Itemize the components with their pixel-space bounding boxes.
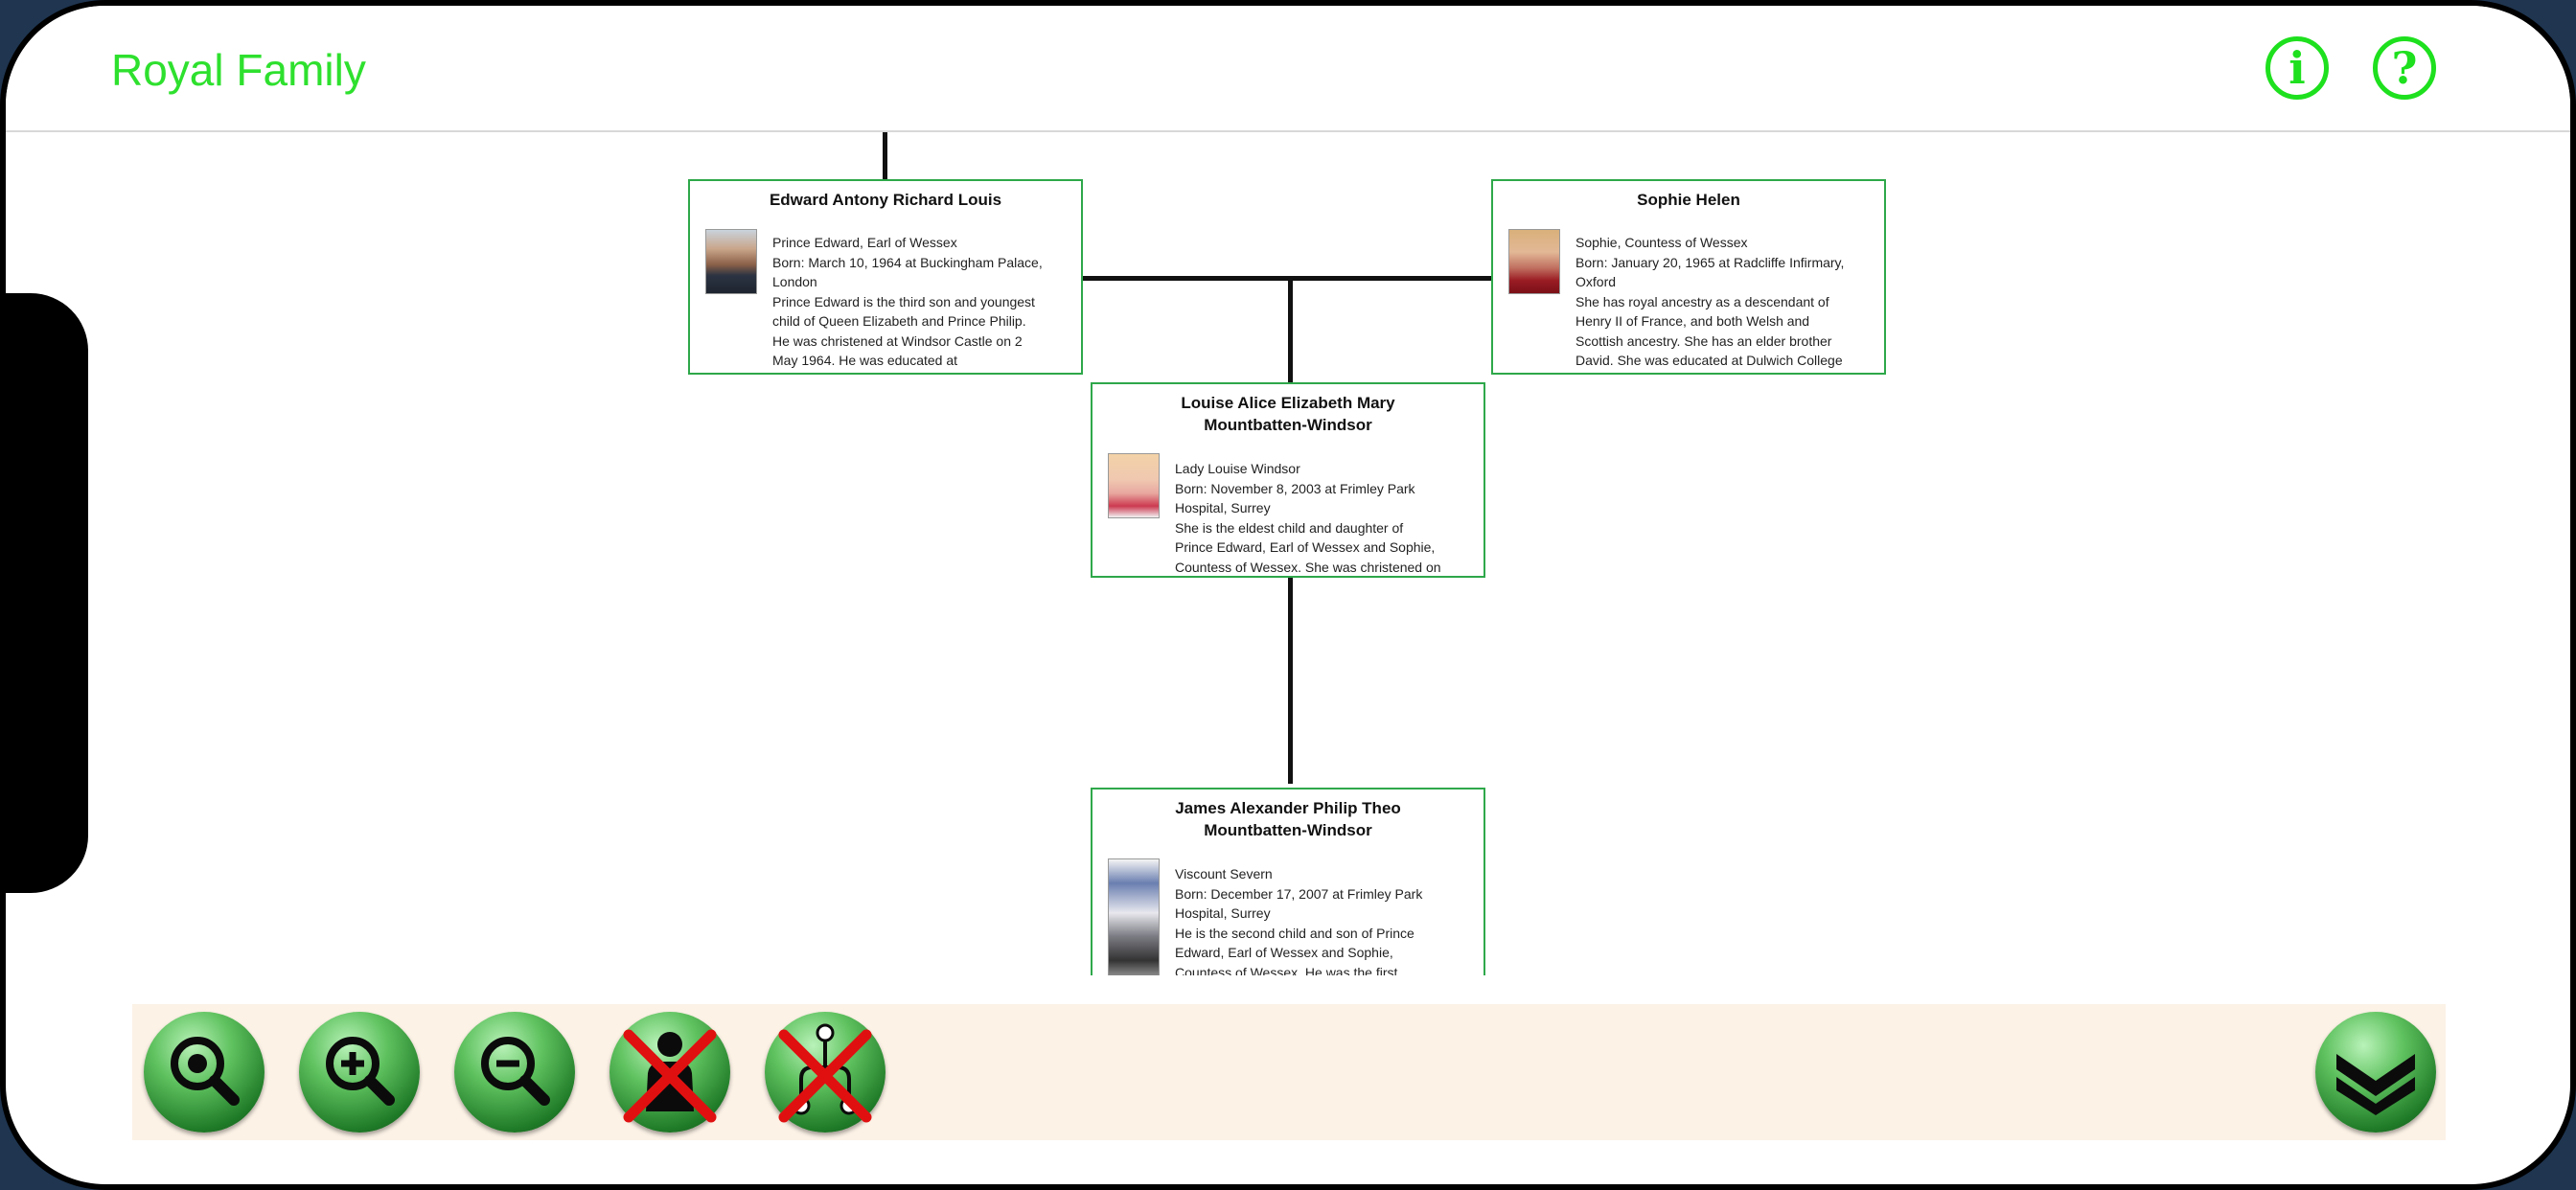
person-card[interactable]: Louise Alice Elizabeth Mary Mountbatten-… bbox=[1091, 382, 1485, 578]
zoom-out-button[interactable] bbox=[454, 1012, 575, 1133]
person-name: Louise Alice Elizabeth Mary Mountbatten-… bbox=[1181, 394, 1395, 434]
connector-line bbox=[1288, 578, 1293, 784]
hide-person-button[interactable] bbox=[610, 1012, 730, 1133]
hide-links-icon bbox=[778, 1023, 872, 1123]
person-details: Sophie, Countess of Wessex Born: January… bbox=[1576, 235, 1845, 368]
zoom-fit-button[interactable] bbox=[144, 1012, 264, 1133]
person-name: Edward Antony Richard Louis bbox=[769, 191, 1002, 209]
person-name: Sophie Helen bbox=[1637, 191, 1740, 209]
connector-line bbox=[1083, 276, 1493, 281]
person-photo bbox=[1508, 229, 1560, 294]
zoom-in-icon bbox=[326, 1037, 395, 1106]
person-name: James Alexander Philip Theo Mountbatten-… bbox=[1175, 799, 1401, 839]
person-details: Prince Edward, Earl of Wessex Born: Marc… bbox=[772, 235, 1043, 368]
person-photo bbox=[1108, 858, 1160, 975]
zoom-fit-icon bbox=[171, 1037, 240, 1106]
connector-line bbox=[883, 132, 887, 180]
person-details: Lady Louise Windsor Born: November 8, 20… bbox=[1175, 461, 1441, 575]
info-icon[interactable]: i bbox=[2266, 36, 2329, 100]
page-title: Royal Family bbox=[111, 45, 366, 95]
person-photo bbox=[1108, 453, 1160, 518]
person-card[interactable]: James Alexander Philip Theo Mountbatten-… bbox=[1091, 788, 1485, 975]
hide-links-button[interactable] bbox=[765, 1012, 886, 1133]
zoom-in-button[interactable] bbox=[299, 1012, 420, 1133]
person-card[interactable]: Edward Antony Richard Louis Prince Edwar… bbox=[688, 179, 1083, 375]
person-details: Viscount Severn Born: December 17, 2007 … bbox=[1175, 866, 1423, 975]
chevron-double-down-icon bbox=[2336, 1054, 2415, 1115]
hide-person-icon bbox=[623, 1029, 717, 1123]
navigation-bar: Royal Family i ? bbox=[6, 6, 2570, 132]
help-icon[interactable]: ? bbox=[2373, 36, 2436, 100]
app-screen: Royal Family i ? Edward Antony Richard L… bbox=[6, 6, 2570, 1184]
connector-line bbox=[1288, 279, 1293, 384]
device-notch bbox=[0, 293, 88, 893]
bottom-toolbar bbox=[132, 1004, 2446, 1140]
zoom-out-icon bbox=[481, 1037, 550, 1106]
collapse-toolbar-button[interactable] bbox=[2315, 1012, 2436, 1133]
person-card[interactable]: Sophie Helen Sophie, Countess of Wessex … bbox=[1491, 179, 1886, 375]
family-tree-canvas[interactable]: Edward Antony Richard Louis Prince Edwar… bbox=[6, 132, 2570, 975]
person-photo bbox=[705, 229, 757, 294]
